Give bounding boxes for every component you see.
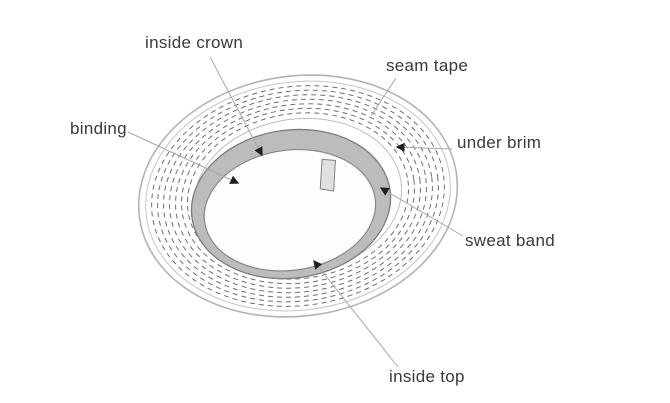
label-under-brim: under brim	[457, 133, 542, 152]
stitch-ring	[169, 98, 427, 294]
stitch-ring	[175, 103, 421, 289]
seam-tape-tab	[319, 158, 336, 192]
stitch-ring	[151, 85, 445, 307]
leader-line-binding	[127, 131, 240, 184]
label-sweat-band: sweat band	[465, 231, 555, 250]
stitch-ring	[163, 94, 433, 298]
brim-binding-edge	[145, 80, 451, 312]
stitch-ring	[157, 89, 439, 303]
label-binding: binding	[70, 119, 127, 138]
stitch-ring	[181, 107, 415, 285]
label-seam-tape: seam tape	[386, 56, 469, 75]
stitch-ring	[186, 112, 410, 280]
leader-line-seam-tape	[370, 77, 397, 117]
leader-line-inside-crown	[209, 56, 263, 157]
leader-line-inside-top	[313, 259, 399, 368]
leader-line-sweat-band	[379, 187, 464, 237]
label-inside-top: inside top	[389, 367, 465, 386]
label-inside-crown: inside crown	[145, 33, 244, 52]
leader-line-under-brim	[395, 142, 453, 152]
crown-group	[190, 128, 392, 280]
